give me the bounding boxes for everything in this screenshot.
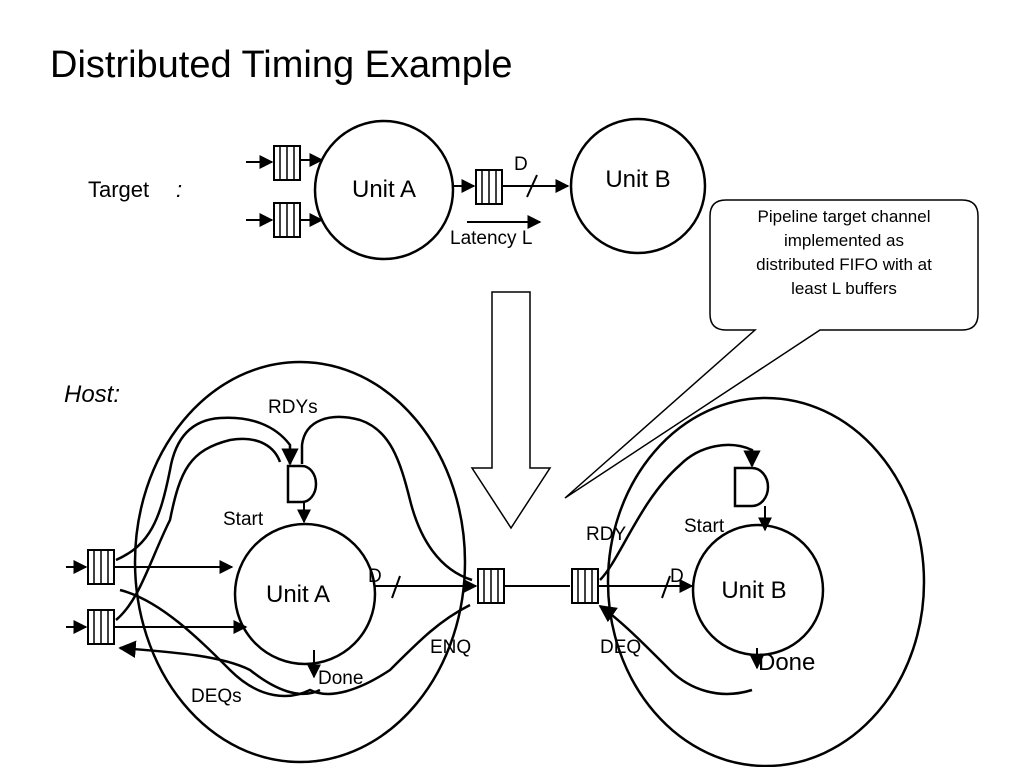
- callout-line-4: least L buffers: [791, 279, 897, 298]
- host-input-fifo-1: [66, 549, 234, 585]
- target-unit-a-label: Unit A: [352, 176, 416, 203]
- and-gate-a: [286, 464, 318, 504]
- latency-label: Latency L: [450, 228, 532, 249]
- host-unit-b-label: Unit B: [721, 577, 786, 604]
- host-label: Host:: [64, 381, 120, 408]
- target-label: Target: [88, 177, 149, 202]
- target-colon: :: [176, 177, 182, 202]
- callout-line-3: distributed FIFO with at: [756, 255, 932, 274]
- d-b-label: D: [670, 566, 684, 587]
- done-b-label: Done: [758, 649, 815, 676]
- enq-label: ENQ: [430, 637, 471, 658]
- rdys-wire-2: [115, 437, 282, 621]
- target-channel-d-label: D: [514, 154, 528, 175]
- host-unit-a-circle: [233, 522, 377, 666]
- deq-b-wire: [598, 604, 753, 696]
- host-a-boundary: [133, 360, 467, 764]
- callout-box: Pipeline target channel implemented as d…: [564, 199, 979, 499]
- rdys-wire-3: [300, 415, 473, 582]
- host-input-fifo-2: [66, 609, 248, 645]
- host-channel-fifo-deq: [571, 568, 599, 604]
- done-a-label: Done: [318, 668, 363, 689]
- deqs-wire-1: [119, 588, 471, 698]
- start-a-label: Start: [223, 509, 264, 530]
- deqs-wire-2: [118, 640, 321, 696]
- rdy-label: RDY: [586, 524, 626, 545]
- deq-label: DEQ: [600, 637, 641, 658]
- target-unit-a-circle: [313, 119, 455, 261]
- rdy-b-wire: [599, 443, 761, 581]
- rdys-wire-1: [115, 416, 299, 562]
- transform-arrow: [470, 291, 552, 530]
- and-gate-b: [733, 466, 770, 508]
- page-title: Distributed Timing Example: [50, 44, 513, 86]
- host-section: Host: Unit A Unit B: [64, 360, 926, 767]
- host-b-boundary: [606, 396, 926, 767]
- deqs-label: DEQs: [191, 686, 242, 707]
- target-unit-b-circle: [569, 117, 707, 255]
- host-unit-a-label: Unit A: [266, 581, 330, 608]
- callout-line-2: implemented as: [784, 231, 904, 250]
- rdys-label: RDYs: [268, 397, 318, 418]
- host-channel-fifo-enq: [477, 568, 505, 604]
- target-channel-fifo: [453, 169, 570, 205]
- target-input-fifo-2: [246, 202, 324, 238]
- d-a-label: D: [368, 566, 382, 587]
- target-unit-b-label: Unit B: [605, 166, 670, 193]
- callout-line-1: Pipeline target channel: [758, 207, 931, 226]
- start-b-label: Start: [684, 516, 725, 537]
- target-section: Target : Unit A: [88, 117, 707, 261]
- target-input-fifo-1: [246, 145, 324, 181]
